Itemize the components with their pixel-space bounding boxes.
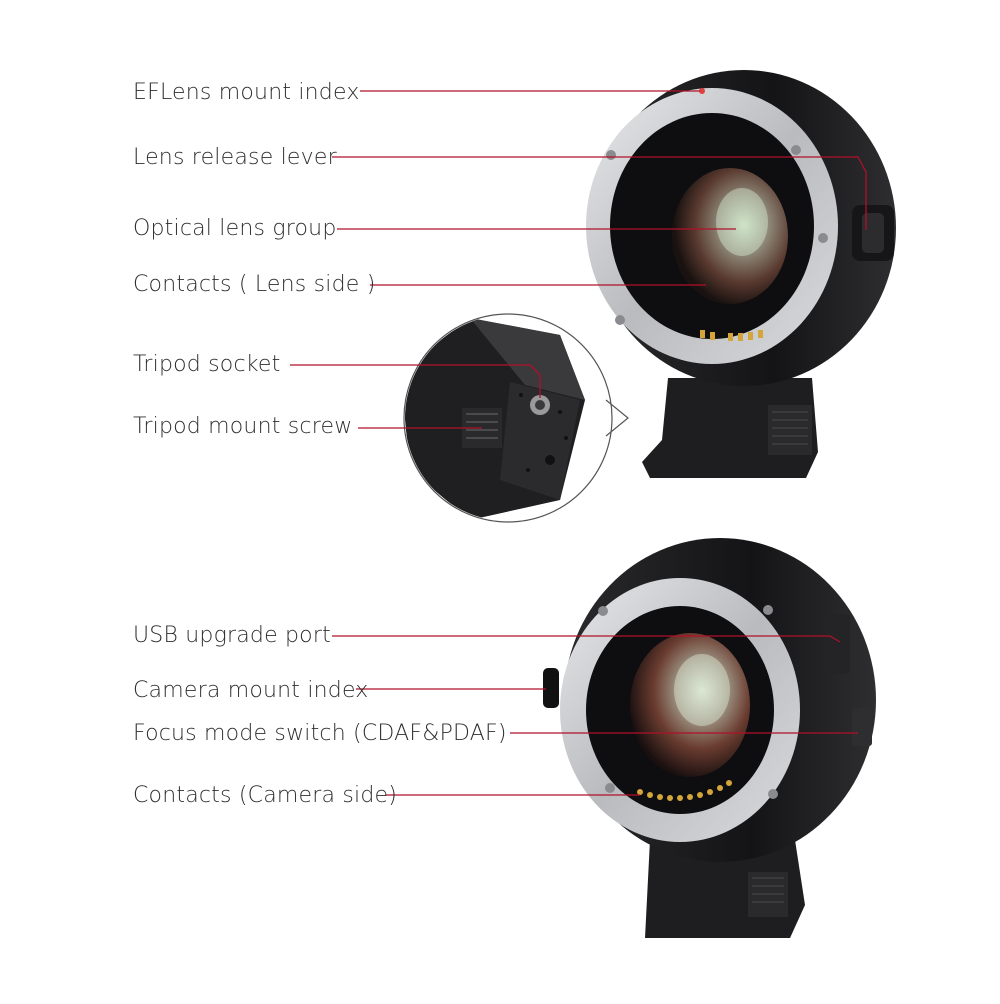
label-tripod-mount-screw: Tripod mount screw bbox=[133, 414, 353, 439]
label-ef-lens-mount-index: EFLens mount index bbox=[133, 80, 360, 105]
leader-usb bbox=[332, 635, 841, 643]
label-focus-mode-switch: Focus mode switch (CDAF&PDAF) bbox=[133, 721, 507, 746]
leader-lines bbox=[290, 90, 867, 796]
label-optical-lens-group: Optical lens group bbox=[133, 216, 337, 241]
label-tripod-socket: Tripod socket bbox=[133, 352, 281, 377]
tripod-foot-detail bbox=[403, 313, 629, 523]
label-contacts-lens-side: Contacts ( Lens side ) bbox=[133, 272, 376, 297]
leader-tripod-socket bbox=[290, 364, 541, 398]
bottom-adapter bbox=[543, 538, 876, 938]
label-contacts-camera-side: Contacts (Camera side) bbox=[133, 783, 398, 808]
label-usb-upgrade-port: USB upgrade port bbox=[133, 623, 331, 648]
leader-release-lever bbox=[332, 156, 867, 230]
top-adapter bbox=[586, 70, 896, 478]
label-lens-release-lever: Lens release lever bbox=[133, 145, 337, 170]
label-camera-mount-index: Camera mount index bbox=[133, 678, 369, 703]
